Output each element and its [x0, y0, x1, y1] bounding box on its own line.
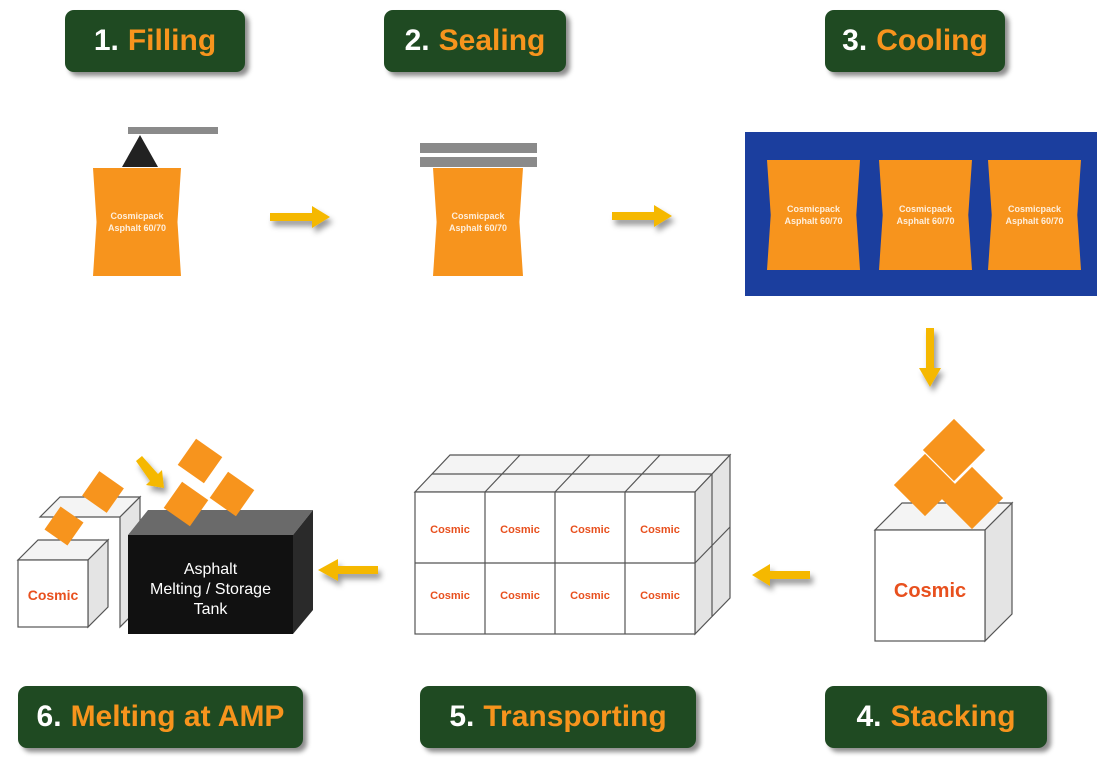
step-6-header: 6. Melting at AMP	[18, 686, 303, 748]
tank-label-line2: Melting / Storage	[150, 581, 271, 598]
bag-line1: Cosmicpack	[898, 204, 953, 214]
step-1-number: 1.	[93, 24, 119, 57]
step-2-number: 2.	[404, 24, 430, 57]
step-6-number: 6.	[36, 700, 62, 733]
bag-line1: Cosmicpack	[451, 211, 505, 221]
arrow-drop-into-tank	[136, 456, 164, 488]
arrow-filling-to-sealing	[270, 206, 330, 228]
pallet-box-label: Cosmic	[640, 590, 680, 602]
arrow-cooling-to-stacking	[919, 328, 941, 387]
pallet-box-label: Cosmic	[640, 524, 680, 536]
sealing-bar-top	[420, 143, 537, 153]
melting-boxes	[16, 495, 142, 629]
pallet-box-label: Cosmic	[570, 590, 610, 602]
step-3-number: 3.	[842, 24, 868, 57]
step-3-label: Cooling	[876, 24, 988, 57]
arrow-stacking-to-transporting	[752, 564, 810, 586]
tank-label-line3: Tank	[193, 601, 228, 618]
step-1-label: Filling	[127, 24, 217, 57]
transport-pallet	[413, 453, 732, 636]
pallet-box-label: Cosmic	[500, 524, 540, 536]
stacking-box-label: Cosmic	[893, 580, 967, 602]
step-6-label: Melting at AMP	[70, 700, 285, 733]
bag-line2: Asphalt 60/70	[1005, 216, 1064, 226]
melting-box-label: Cosmic	[27, 587, 79, 603]
tank-label-line1: Asphalt	[183, 561, 238, 578]
scale-pivot	[122, 135, 158, 167]
bag-line2: Asphalt 60/70	[896, 216, 955, 226]
tank-label: Asphalt Melting / Storage Tank	[128, 560, 293, 620]
pallet-box-label: Cosmic	[570, 524, 610, 536]
step-2-label: Sealing	[438, 24, 546, 57]
step-1-header: 1. Filling	[65, 10, 245, 72]
step-4-number: 4.	[856, 700, 882, 733]
step-3-header: 3. Cooling	[825, 10, 1005, 72]
bag-line2: Asphalt 60/70	[784, 216, 843, 226]
bag-line1: Cosmicpack	[786, 204, 841, 214]
sealing-bar-bottom	[420, 157, 537, 167]
bag-line1: Cosmicpack	[1007, 204, 1062, 214]
step-5-label: Transporting	[483, 700, 667, 733]
step-5-header: 5. Transporting	[420, 686, 696, 748]
arrow-transporting-to-melting	[318, 559, 378, 581]
pallet-box-label: Cosmic	[500, 590, 540, 602]
step-4-header: 4. Stacking	[825, 686, 1047, 748]
bag-line1: Cosmicpack	[110, 211, 164, 221]
step-5-number: 5.	[449, 700, 475, 733]
stacking-box	[873, 501, 1014, 643]
step-4-label: Stacking	[890, 700, 1016, 733]
bag-line2: Asphalt 60/70	[107, 223, 167, 233]
pallet-box-label: Cosmic	[430, 524, 470, 536]
melting-bags	[44, 438, 255, 546]
pallet-box-label: Cosmic	[430, 590, 470, 602]
arrow-sealing-to-cooling	[612, 205, 672, 227]
bag-line2: Asphalt 60/70	[448, 223, 508, 233]
melting-tank	[128, 510, 313, 634]
step-2-header: 2. Sealing	[384, 10, 566, 72]
stacking-falling-bags	[893, 418, 1004, 530]
scale-bar	[128, 127, 218, 134]
